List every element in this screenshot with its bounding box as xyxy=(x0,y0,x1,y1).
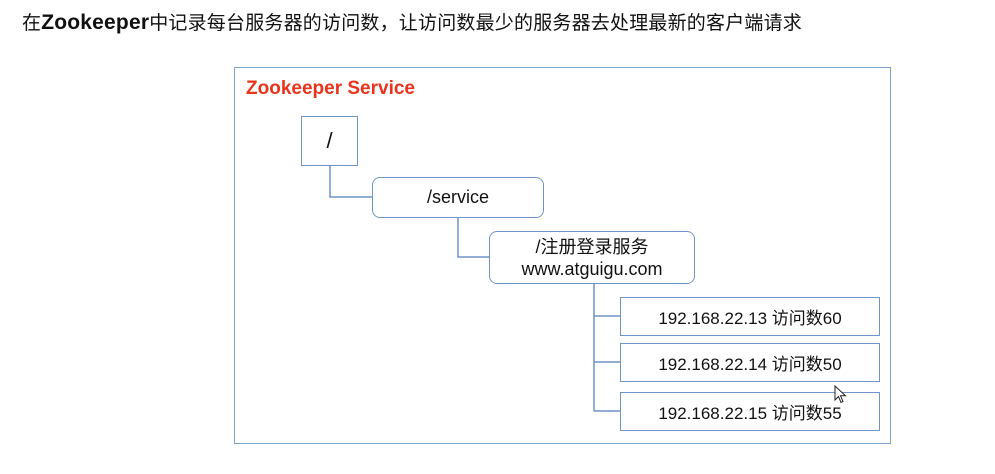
connector-service-register xyxy=(457,218,489,258)
znode-root: / xyxy=(301,116,358,166)
znode-server-2-label: 192.168.22.14 访问数50 xyxy=(658,355,842,374)
znode-register-service: /注册登录服务 www.atguigu.com xyxy=(489,231,695,284)
znode-service-label: /service xyxy=(426,187,489,207)
znode-register-domain: www.atguigu.com xyxy=(521,258,663,279)
zookeeper-service-frame xyxy=(234,67,891,444)
znode-register-name: /注册登录服务 xyxy=(535,236,649,257)
znode-server-3-label: 192.168.22.15 访问数55 xyxy=(658,404,842,423)
heading-brand: Zookeeper xyxy=(41,11,150,34)
znode-root-label: / xyxy=(326,128,333,153)
connector-root-service xyxy=(329,166,372,198)
znode-server-1-label: 192.168.22.13 访问数60 xyxy=(658,309,842,328)
znode-server-1: 192.168.22.13 访问数60 xyxy=(620,297,880,336)
mouse-cursor-icon xyxy=(834,385,847,404)
heading-suffix: 中记录每台服务器的访问数，让访问数最少的服务器去处理最新的客户端请求 xyxy=(149,12,803,34)
slide-heading: 在Zookeeper中记录每台服务器的访问数，让访问数最少的服务器去处理最新的客… xyxy=(22,8,802,35)
znode-service: /service xyxy=(372,177,544,218)
znode-server-2: 192.168.22.14 访问数50 xyxy=(620,343,880,382)
heading-prefix: 在 xyxy=(22,12,42,34)
zookeeper-service-title: Zookeeper Service xyxy=(246,78,415,99)
